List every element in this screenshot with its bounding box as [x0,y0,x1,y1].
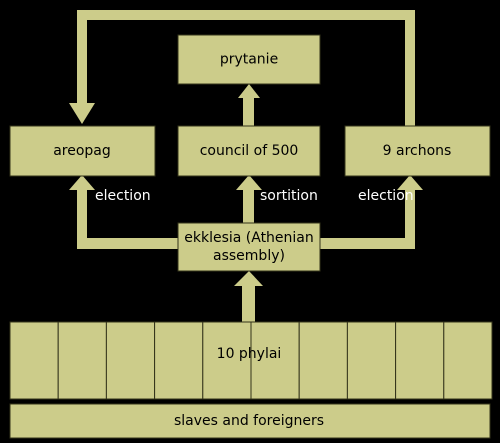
node-9-archons: 9 archons [344,125,491,177]
left-election-shaft [77,188,87,249]
slaves-label: slaves and foreigners [174,413,324,429]
ekklesia-label-line2: assembly) [213,248,285,264]
edge-label-election-right: election [358,188,414,204]
phylai-cell-6 [250,321,300,400]
node-10-phylai: 10 phylai [9,321,493,400]
archons-box [344,125,491,177]
loop-top-horizontal [77,10,415,20]
arrowhead-into-ekklesia [234,271,263,286]
node-ekklesia: ekklesia (Athenian assembly) [177,222,321,272]
ekklesia-box [177,222,321,272]
phylai-cells [9,321,493,400]
arrowhead-into-archons [397,175,423,190]
node-slaves-and-foreigners: slaves and foreigners [9,403,491,439]
phylai-cell-2 [57,321,107,400]
arrowhead-into-areopag-bottom [69,175,95,190]
phylai-cell-10 [443,321,493,400]
council-box [177,125,321,177]
phylai-cell-3 [105,321,156,400]
node-areopag: areopag [9,125,156,177]
prytanie-label: prytanie [220,52,278,68]
edge-label-sortition: sortition [260,188,318,204]
ekklesia-label-line1: ekklesia (Athenian [184,230,314,246]
prytanie-box [177,34,321,85]
phylai-cell-5 [202,321,252,400]
council-to-prytanie-shaft [243,98,254,126]
right-election-shaft [405,188,415,249]
phylai-cell-1 [9,321,59,400]
phylai-cell-9 [395,321,445,400]
archons-label: 9 archons [383,143,452,159]
areopag-label: areopag [53,143,111,159]
node-council-of-500: council of 500 [177,125,321,177]
arrowhead-into-council [236,175,262,190]
ekklesia-left-horizontal [77,238,180,249]
arrowhead-into-areopag [69,103,95,124]
areopag-box [9,125,156,177]
loop-left-vertical [77,10,87,105]
edge-label-election-left: election [95,188,151,204]
ekklesia-right-horizontal [320,238,415,249]
arrowhead-into-prytanie [238,84,260,98]
loop-right-vertical [405,10,415,126]
slaves-box [9,403,491,439]
connectors [69,10,423,322]
ekklesia-to-council-shaft [243,188,254,223]
phylai-label: 10 phylai [217,346,282,362]
phylai-to-ekklesia-shaft [242,284,255,322]
phylai-cell-4 [154,321,204,400]
node-prytanie: prytanie [177,34,321,85]
council-label: council of 500 [200,143,299,159]
phylai-cell-8 [346,321,397,400]
phylai-cell-7 [298,321,348,400]
